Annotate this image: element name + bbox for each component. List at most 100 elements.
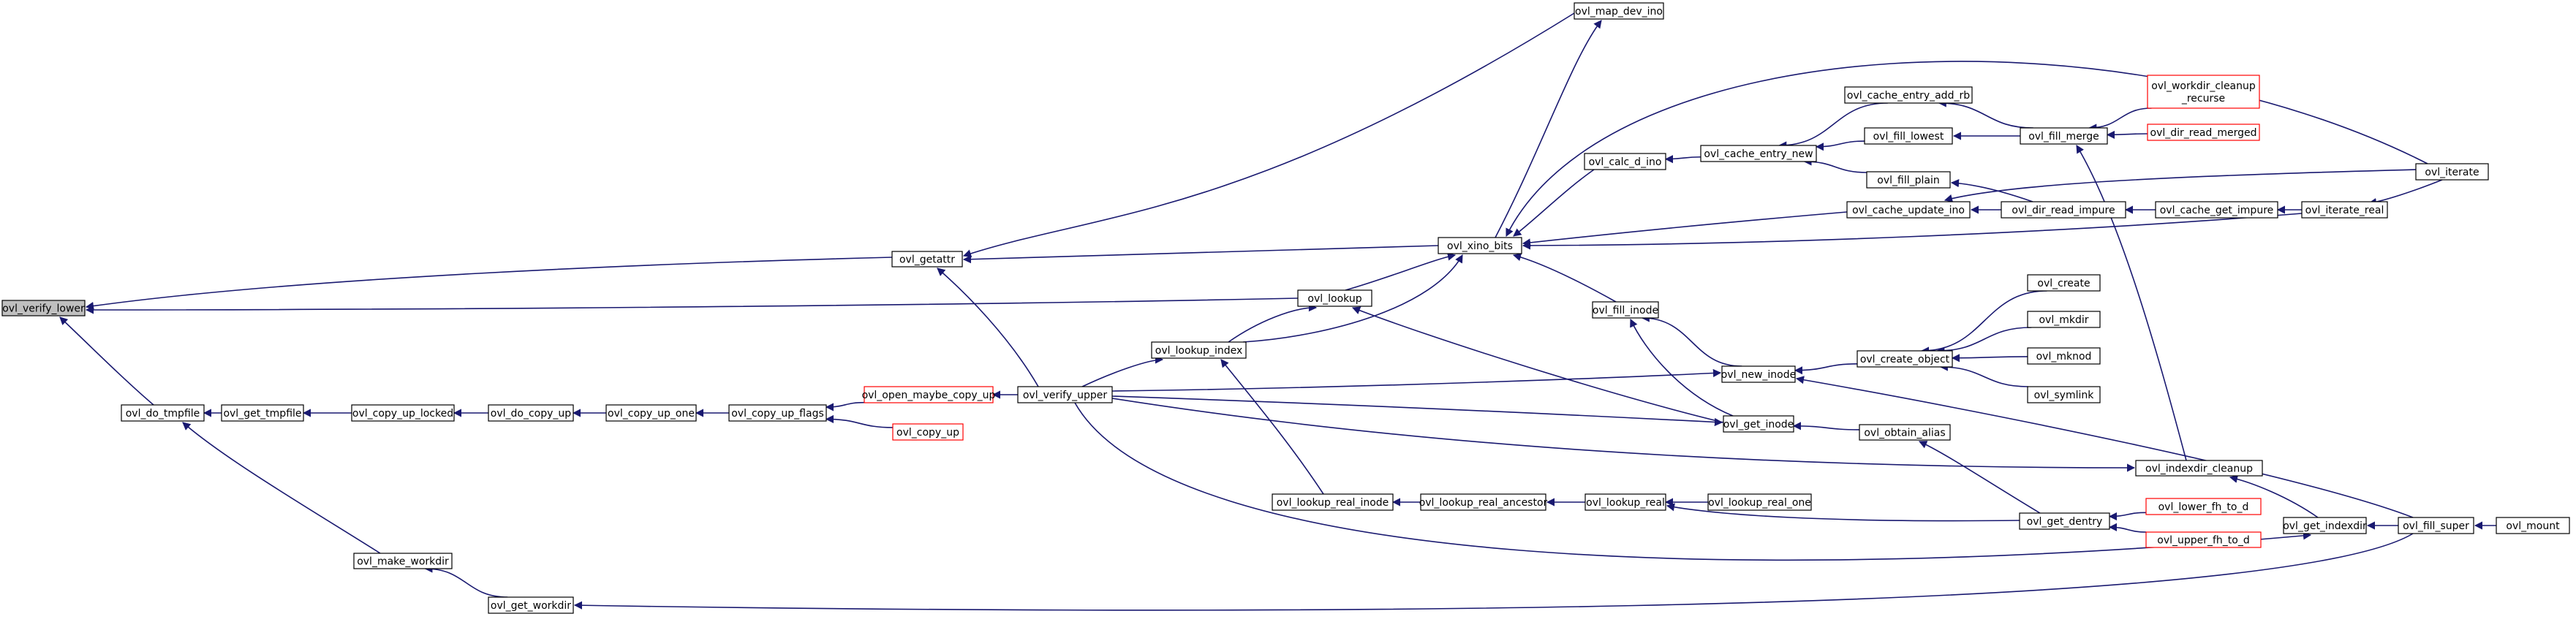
node-do-tmpfile[interactable]: ovl_do_tmpfile xyxy=(121,404,205,422)
node-box xyxy=(2145,498,2262,515)
node-verify-lower[interactable]: ovl_verify_lower xyxy=(1,300,86,316)
node-box xyxy=(2001,201,2126,219)
node-box xyxy=(221,404,304,422)
node-label: ovl_get_indexdir xyxy=(2283,520,2367,532)
node-new-inode[interactable]: ovl_new_inode xyxy=(1721,365,1797,383)
node-cache-entry-new[interactable]: ovl_cache_entry_new xyxy=(1700,145,1817,162)
node-fill-inode[interactable]: ovl_fill_inode xyxy=(1592,301,1659,319)
node-box xyxy=(1592,301,1659,319)
node-box xyxy=(1857,350,1953,368)
node-box xyxy=(1574,2,1664,20)
node-label: ovl_cache_entry_add_rb xyxy=(1847,90,1970,102)
edge-get-dentry-to-obtain-alias xyxy=(1918,441,2041,514)
node-mkdir[interactable]: ovl_mkdir xyxy=(2027,311,2101,328)
node-label: ovl_workdir_cleanup_recurse xyxy=(2151,80,2256,105)
node-obtain-alias[interactable]: ovl_obtain_alias xyxy=(1859,424,1951,441)
node-box xyxy=(488,404,574,422)
node-iterate[interactable]: ovl_iterate xyxy=(2415,163,2489,181)
node-box xyxy=(353,553,453,569)
edge-xino-bits-to-getattr xyxy=(962,245,1439,264)
node-create-object[interactable]: ovl_create_object xyxy=(1857,350,1953,368)
node-cache-get-impure[interactable]: ovl_cache_get_impure xyxy=(2155,201,2278,219)
node-box xyxy=(605,404,697,422)
node-box xyxy=(1723,415,1794,433)
edge-workdir-cleanup-recurse-to-fill-merge xyxy=(2088,107,2152,132)
node-label: ovl_dir_read_merged xyxy=(2150,127,2257,139)
node-dir-read-merged[interactable]: ovl_dir_read_merged xyxy=(2147,124,2260,141)
node-get-tmpfile[interactable]: ovl_get_tmpfile xyxy=(221,404,304,422)
node-mknod[interactable]: ovl_mknod xyxy=(2027,347,2101,365)
edges-layer xyxy=(59,12,2497,611)
node-workdir-cleanup-recurse[interactable]: ovl_workdir_cleanup_recurse xyxy=(2147,75,2260,109)
node-cache-update-ino[interactable]: ovl_cache_update_ino xyxy=(1846,201,1971,219)
node-copy-up-locked[interactable]: ovl_copy_up_locked xyxy=(351,404,455,422)
node-lower-fh-to-d[interactable]: ovl_lower_fh_to_d xyxy=(2145,498,2262,515)
edge-cache-update-ino-to-xino-bits xyxy=(1522,211,1848,247)
node-label: ovl_get_dentry xyxy=(2027,516,2103,528)
node-box xyxy=(1859,424,1951,441)
node-label: ovl_fill_lowest xyxy=(1873,131,1944,143)
node-label: ovl_lower_fh_to_d xyxy=(2158,501,2249,513)
edge-get-inode-to-lookup xyxy=(1351,306,1724,423)
node-create[interactable]: ovl_create xyxy=(2027,274,2101,292)
node-getattr[interactable]: ovl_getattr xyxy=(891,251,963,268)
node-label: ovl_copy_up xyxy=(896,427,959,439)
node-box xyxy=(2027,347,2101,365)
edge-verify-upper-to-lookup-index xyxy=(1081,355,1164,387)
edge-copy-up-to-copy-up-flags xyxy=(825,414,894,428)
node-do-copy-up[interactable]: ovl_do_copy_up xyxy=(488,404,574,422)
node-box xyxy=(2283,517,2367,534)
node-fill-lowest[interactable]: ovl_fill_lowest xyxy=(1864,127,1953,145)
node-xino-bits[interactable]: ovl_xino_bits xyxy=(1438,237,1522,254)
node-label: ovl_lookup xyxy=(1307,293,1361,305)
node-get-workdir[interactable]: ovl_get_workdir xyxy=(488,596,574,614)
node-verify-upper[interactable]: ovl_verify_upper xyxy=(1017,386,1113,403)
node-fill-merge[interactable]: ovl_fill_merge xyxy=(2020,127,2108,145)
node-copy-up[interactable]: ovl_copy_up xyxy=(892,423,964,441)
node-symlink[interactable]: ovl_symlink xyxy=(2027,386,2101,403)
node-iterate-real[interactable]: ovl_iterate_real xyxy=(2301,201,2388,219)
node-box xyxy=(2155,201,2278,219)
node-copy-up-flags[interactable]: ovl_copy_up_flags xyxy=(728,404,827,422)
node-fill-super[interactable]: ovl_fill_super xyxy=(2398,517,2474,534)
node-lookup-real-inode[interactable]: ovl_lookup_real_inode xyxy=(1272,493,1394,511)
node-dir-read-impure[interactable]: ovl_dir_read_impure xyxy=(2001,201,2126,219)
edge-verify-upper-to-new-inode xyxy=(1111,368,1722,392)
node-get-inode[interactable]: ovl_get_inode xyxy=(1723,415,1794,433)
node-label: ovl_copy_up_one xyxy=(608,408,695,420)
node-lookup-real-one[interactable]: ovl_lookup_real_one xyxy=(1707,493,1812,511)
edge-lower-fh-to-d-to-get-dentry xyxy=(2108,512,2147,521)
node-label: ovl_do_tmpfile xyxy=(126,408,200,420)
node-fill-plain[interactable]: ovl_fill_plain xyxy=(1866,171,1951,189)
node-box xyxy=(2135,460,2263,477)
edge-upper-fh-to-d-to-get-dentry xyxy=(2108,523,2147,533)
node-label: ovl_upper_fh_to_d xyxy=(2157,535,2250,547)
node-get-dentry[interactable]: ovl_get_dentry xyxy=(2019,512,2110,530)
edge-verify-upper-to-getattr xyxy=(937,268,1039,387)
node-label: ovl_fill_plain xyxy=(1877,175,1939,186)
edge-get-dentry-to-lookup-real xyxy=(1666,503,2020,522)
edge-get-workdir-to-make-workdir xyxy=(424,564,508,598)
node-label: ovl_create_object xyxy=(1860,354,1950,365)
node-lookup-index[interactable]: ovl_lookup_index xyxy=(1151,341,1247,359)
node-label: ovl_lookup_real_ancestor xyxy=(1419,497,1548,509)
node-cache-entry-add-rb[interactable]: ovl_cache_entry_add_rb xyxy=(1844,86,1973,104)
node-open-maybe-copy-up[interactable]: ovl_open_maybe_copy_up xyxy=(862,386,996,403)
node-label: ovl_lookup_real xyxy=(1586,497,1665,509)
node-mount[interactable]: ovl_mount xyxy=(2496,517,2570,534)
node-lookup[interactable]: ovl_lookup xyxy=(1297,289,1372,307)
node-lookup-real[interactable]: ovl_lookup_real xyxy=(1584,493,1666,511)
node-label: ovl_iterate_real xyxy=(2305,205,2384,216)
node-make-workdir[interactable]: ovl_make_workdir xyxy=(353,553,453,569)
node-label: ovl_map_dev_ino xyxy=(1575,6,1663,18)
node-copy-up-one[interactable]: ovl_copy_up_one xyxy=(605,404,697,422)
node-map-dev-ino[interactable]: ovl_map_dev_ino xyxy=(1574,2,1664,20)
node-calc-d-ino[interactable]: ovl_calc_d_ino xyxy=(1584,153,1666,170)
node-upper-fh-to-d[interactable]: ovl_upper_fh_to_d xyxy=(2145,531,2262,548)
node-lookup-real-ancestor[interactable]: ovl_lookup_real_ancestor xyxy=(1419,493,1548,511)
node-label: ovl_lookup_real_inode xyxy=(1277,497,1389,509)
node-box xyxy=(2145,531,2262,548)
node-get-indexdir[interactable]: ovl_get_indexdir xyxy=(2283,517,2367,534)
node-label: ovl_symlink xyxy=(2034,390,2095,401)
node-indexdir-cleanup[interactable]: ovl_indexdir_cleanup xyxy=(2135,460,2263,477)
